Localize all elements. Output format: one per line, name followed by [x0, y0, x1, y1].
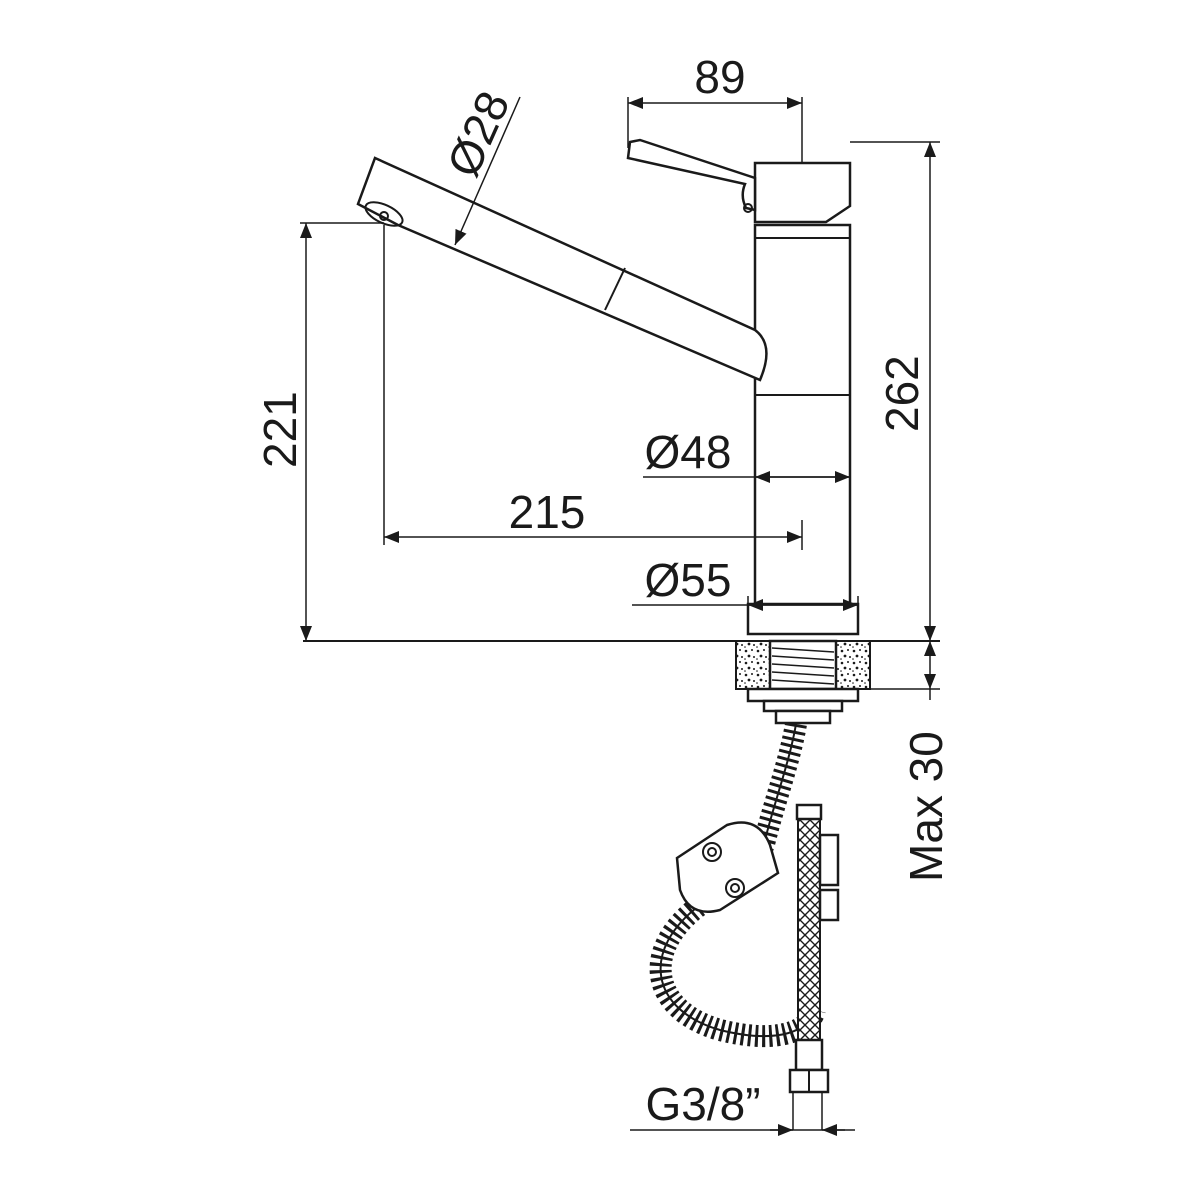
dim-connection-thread: G3/8” — [630, 1078, 855, 1136]
mounting-washer — [746, 687, 860, 703]
dim-base-diameter: Ø55 — [632, 554, 859, 612]
hose-top-fitting — [795, 803, 823, 821]
dim-lever-width: 89 — [627, 51, 803, 163]
lever-head — [626, 138, 852, 224]
braided-hose — [797, 814, 821, 1041]
dim-overall-height: 262 — [850, 141, 940, 641]
faucet-column — [753, 223, 852, 635]
hose-centerline — [659, 723, 816, 1038]
under-deck-mount — [735, 639, 871, 725]
nut-lower — [774, 709, 832, 725]
aerator-center-icon — [379, 211, 389, 221]
base-flange — [746, 602, 860, 636]
dim-body-diameter: Ø48 — [643, 426, 850, 483]
screw-head-icon — [707, 847, 717, 857]
dim-label-262: 262 — [876, 355, 928, 432]
dim-label-o55: Ø55 — [645, 554, 732, 606]
deck-section-right — [835, 640, 871, 690]
dim-label-215: 215 — [509, 486, 586, 538]
lever-pivot-icon — [743, 203, 753, 213]
spout-arm — [356, 156, 768, 382]
side-connector-lower — [818, 888, 840, 922]
hose-weight — [675, 821, 780, 913]
deck-section-left — [735, 640, 771, 690]
spout — [356, 156, 768, 382]
screw-icon — [702, 842, 722, 862]
dim-deck-thickness: Max 30 — [870, 641, 952, 882]
screw-icon-2 — [725, 878, 745, 898]
mounting-nut — [762, 699, 844, 713]
dim-label-max30: Max 30 — [900, 731, 952, 882]
shank-thread-lines — [771, 647, 835, 685]
spring-hose — [649, 722, 826, 1048]
side-connector — [818, 833, 840, 887]
supply-hose — [788, 803, 840, 1130]
screw-head-icon-2 — [730, 883, 740, 893]
aerator-outlet-icon — [364, 201, 404, 227]
dim-spout-reach: 215 — [383, 225, 803, 550]
dim-label-g38: G3/8” — [645, 1078, 760, 1130]
spout-joint-line — [604, 267, 626, 311]
dim-label-221: 221 — [254, 391, 306, 468]
dim-spout-height: 221 — [254, 222, 384, 641]
lever-handle — [626, 138, 757, 212]
dim-label-89: 89 — [694, 51, 745, 103]
faucet-body — [746, 223, 860, 636]
hose-bottom-ferrule — [794, 1038, 824, 1072]
dim-label-o28: Ø28 — [437, 83, 520, 184]
dim-label-o48: Ø48 — [645, 426, 732, 478]
cartridge-housing — [753, 161, 852, 224]
